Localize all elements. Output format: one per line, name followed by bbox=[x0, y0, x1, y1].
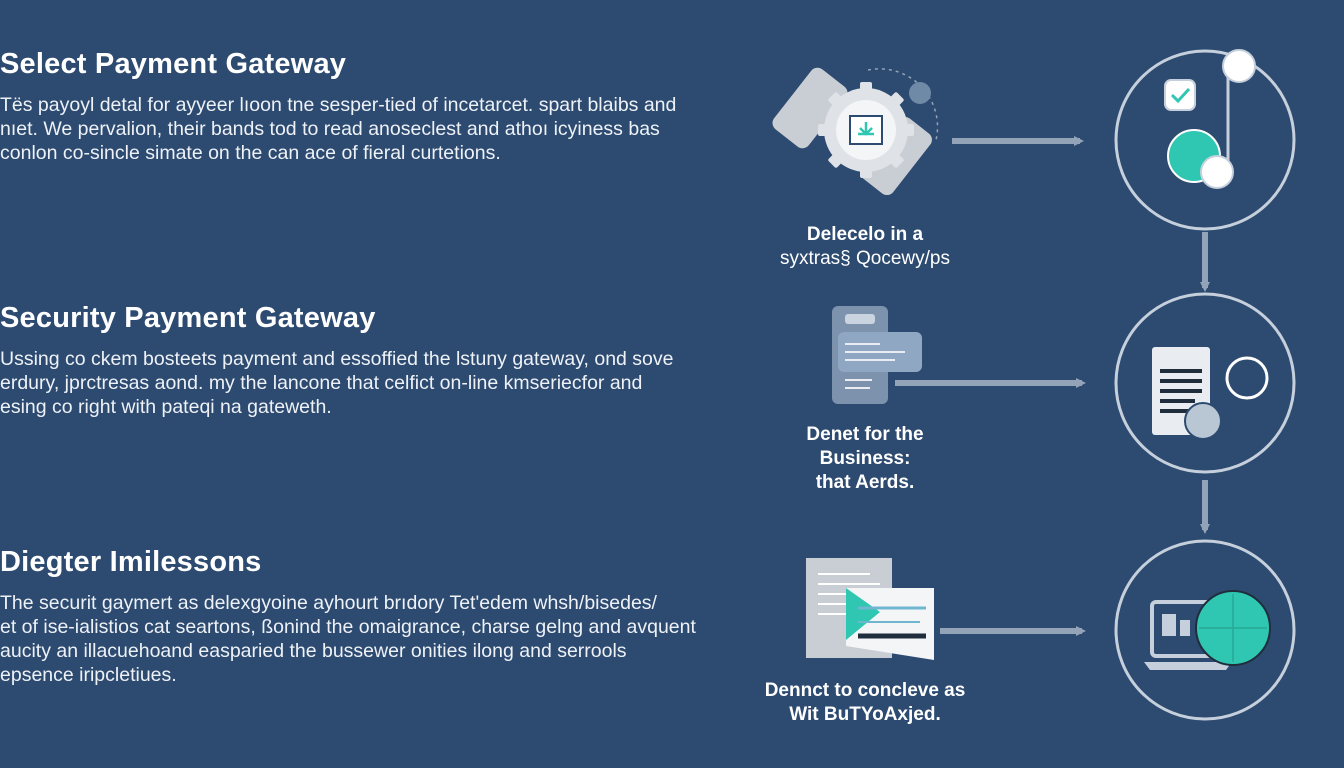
body-line: The securit gaymert as delexgyoine ayhou… bbox=[0, 592, 657, 614]
caption-line: Business: bbox=[819, 448, 911, 469]
node-checkmark-circle bbox=[1114, 49, 1296, 231]
monitor-icon bbox=[1144, 600, 1232, 670]
body-line: Ussing co ckem bosteets payment and esso… bbox=[0, 348, 674, 370]
caption-line: Wit BuTYoAxjed. bbox=[789, 704, 941, 725]
caption-line: Dennct to concleve as bbox=[764, 680, 966, 701]
body-line: et of ise-ialistios cat seartons, ßonind… bbox=[0, 616, 696, 638]
caption-line: syxtras§ Qocewy/ps bbox=[780, 248, 950, 269]
body-line: esing co right with pateqi na gateweth. bbox=[0, 396, 332, 418]
section-title: Select Payment Gateway bbox=[0, 48, 347, 80]
section-body: Ussing co ckem bosteets payment and esso… bbox=[0, 347, 760, 419]
section-body: The securit gaymert as delexgyoine ayhou… bbox=[0, 591, 760, 687]
node-document-circle bbox=[1114, 292, 1296, 474]
section-title: Security Payment Gateway bbox=[0, 302, 376, 334]
body-line: Tës payoyl detal for ayyeer lıoon tne se… bbox=[0, 94, 677, 116]
section-body: Tës payoyl detal for ayyeer lıoon tne se… bbox=[0, 93, 760, 165]
node-monitor-circle bbox=[1114, 539, 1296, 721]
body-line: nıet. We pervalion, their bands tod to r… bbox=[0, 118, 660, 140]
checkmark-icon bbox=[1164, 79, 1196, 111]
section-title: Diegter Imilessons bbox=[0, 546, 262, 578]
document-icon bbox=[806, 558, 934, 660]
document-icon bbox=[1152, 347, 1222, 440]
caption-step-2: Denet for the Business: that Aerds. bbox=[760, 423, 970, 495]
body-line: epsence iripcletiues. bbox=[0, 664, 177, 686]
body-line: conlon co-sincle simate on the can ace o… bbox=[0, 142, 501, 164]
message-icon bbox=[832, 306, 922, 404]
caption-line: Delecelo in a bbox=[806, 224, 924, 245]
body-line: erdury, jprctresas aond. my the lancone … bbox=[0, 372, 643, 394]
section-security-payment-gateway: Security Payment Gateway Ussing co ckem … bbox=[0, 302, 760, 419]
section-select-payment-gateway: Select Payment Gateway Tës payoyl detal … bbox=[0, 48, 760, 165]
section-diegter-imilessons: Diegter Imilessons The securit gaymert a… bbox=[0, 546, 760, 687]
caption-line: that Aerds. bbox=[815, 472, 915, 493]
caption-line: Denet for the bbox=[806, 424, 924, 445]
gear-icon bbox=[772, 67, 939, 196]
caption-step-1: Delecelo in a syxtras§ Qocewy/ps bbox=[760, 223, 970, 271]
caption-step-3: Dennct to concleve as Wit BuTYoAxjed. bbox=[740, 679, 990, 727]
body-line: aucity an illacuehoand easparied the bus… bbox=[0, 640, 627, 662]
